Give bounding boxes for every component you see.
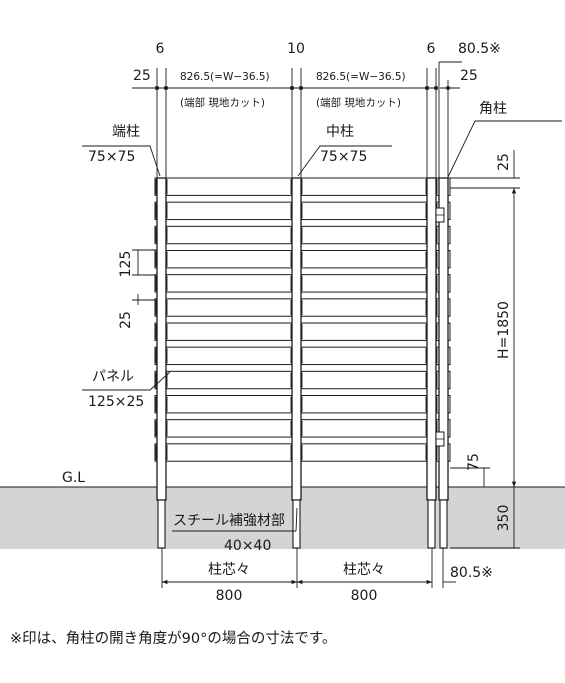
ground-line-label: G.L bbox=[62, 470, 85, 486]
span-formula-2: 826.5(=W−36.5) bbox=[316, 71, 406, 83]
middle-post bbox=[291, 177, 302, 549]
panel-board bbox=[154, 419, 451, 438]
panel-board bbox=[154, 395, 451, 414]
height-dimension-lines bbox=[450, 150, 520, 549]
reinforcement-leader-tail bbox=[295, 507, 298, 532]
board-dimension-lines bbox=[132, 249, 156, 305]
panel-board bbox=[154, 370, 451, 390]
panel-board bbox=[154, 201, 451, 221]
corner-post-label: 角柱 bbox=[479, 101, 507, 117]
top-corner-offset: 80.5※ bbox=[458, 41, 501, 57]
panel-board bbox=[154, 177, 451, 196]
reinforcement-size: 40×40 bbox=[224, 538, 271, 554]
panel-label: パネル bbox=[92, 369, 134, 385]
panel-board bbox=[154, 346, 451, 366]
board-gap-label: 25 bbox=[118, 311, 134, 329]
span-note-1: (端部 現地カット) bbox=[180, 96, 265, 109]
panel-boards bbox=[154, 177, 451, 462]
top-gap-right: 6 bbox=[427, 41, 436, 57]
post-width-right: 25 bbox=[460, 68, 478, 84]
reinforcement-label: スチール補強材部 bbox=[173, 513, 285, 529]
end-post-label: 端柱 bbox=[112, 124, 140, 140]
pitch-dimension-lines bbox=[161, 548, 456, 588]
top-gap-left: 6 bbox=[156, 41, 165, 57]
corner-post bbox=[426, 177, 449, 549]
panel-board bbox=[154, 298, 451, 317]
top-offset-label: 25 bbox=[496, 153, 512, 171]
post-width-left: 25 bbox=[133, 68, 151, 84]
corner-post-leader bbox=[447, 120, 562, 178]
ground-area bbox=[0, 487, 565, 549]
top-gap-mid: 10 bbox=[287, 41, 305, 57]
height-label: H=1850 bbox=[496, 301, 512, 359]
end-post bbox=[156, 177, 167, 549]
bottom-gap-label: 75 bbox=[466, 453, 482, 471]
pitch-label-2: 柱芯々 bbox=[343, 562, 385, 578]
footnote: ※印は、角柱の開き角度が90°の場合の寸法です。 bbox=[10, 630, 336, 647]
end-post-leader bbox=[82, 145, 161, 177]
span-note-2: (端部 現地カット) bbox=[316, 96, 401, 109]
panel-size: 125×25 bbox=[88, 394, 144, 410]
board-height-label: 125 bbox=[118, 251, 134, 278]
panel-board bbox=[154, 443, 451, 462]
panel-board bbox=[154, 322, 451, 341]
panel-board bbox=[154, 250, 451, 269]
pitch-value-1: 800 bbox=[216, 588, 243, 604]
mid-post-leader bbox=[297, 145, 392, 177]
mid-post-label: 中柱 bbox=[326, 124, 354, 140]
pitch-label-1: 柱芯々 bbox=[208, 562, 250, 578]
panel-leader bbox=[82, 371, 171, 391]
top-dimension-ticks bbox=[155, 86, 450, 90]
embed-depth-label: 350 bbox=[496, 505, 512, 532]
panel-board bbox=[154, 274, 451, 293]
pitch-value-2: 800 bbox=[351, 588, 378, 604]
mid-post-size: 75×75 bbox=[320, 149, 367, 165]
end-post-size: 75×75 bbox=[88, 149, 135, 165]
span-formula-1: 826.5(=W−36.5) bbox=[180, 71, 270, 83]
bottom-corner-offset: 80.5※ bbox=[450, 565, 493, 581]
panel-board bbox=[154, 225, 451, 245]
